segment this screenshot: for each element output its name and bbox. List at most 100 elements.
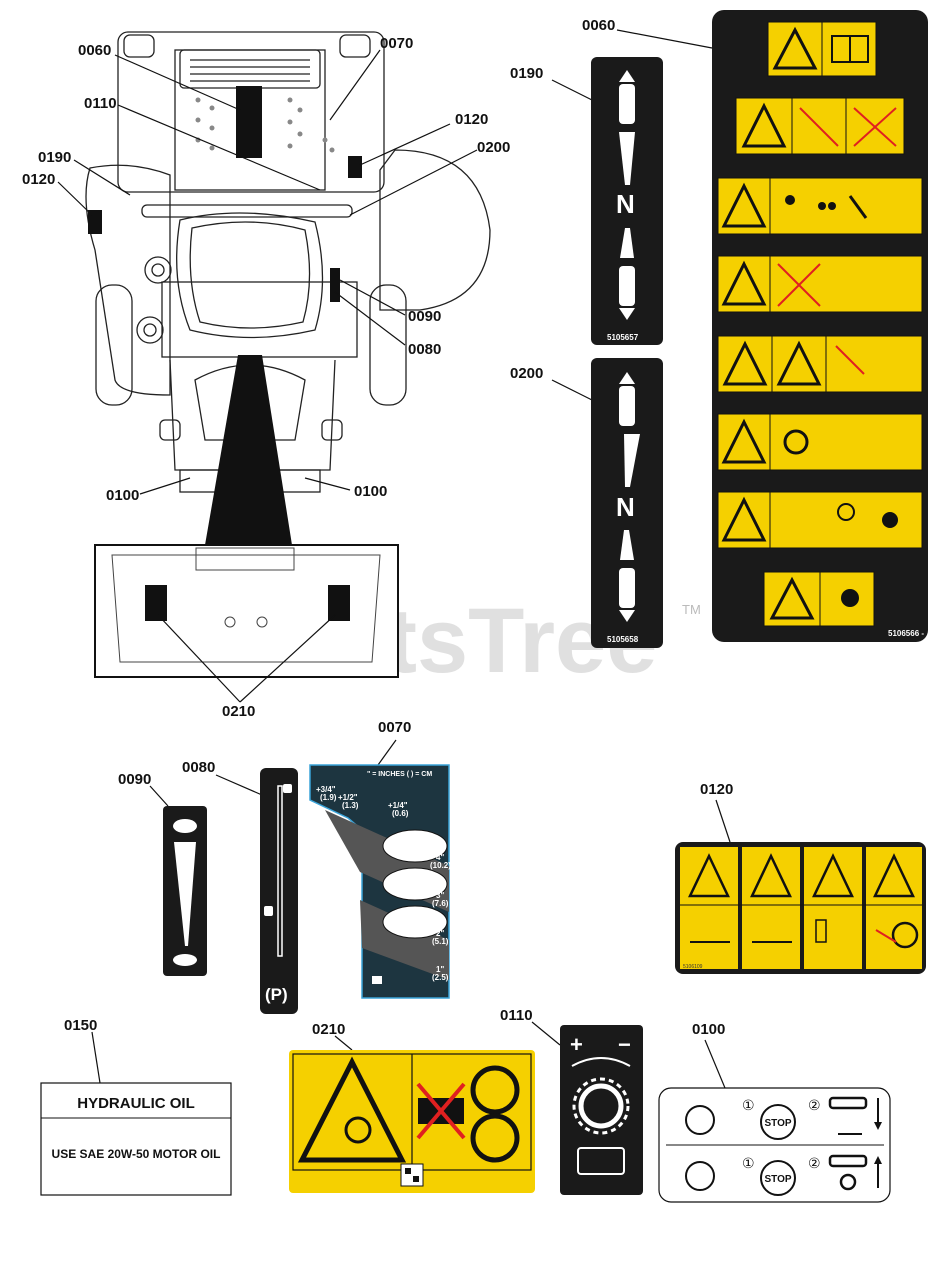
turtle-slow-icon xyxy=(173,954,197,966)
callout-0190: 0190 xyxy=(38,149,71,166)
height-3-sub: (2.5) xyxy=(432,973,449,982)
offset-2-sub: (0.6) xyxy=(392,809,409,818)
unlock-icon xyxy=(283,784,292,793)
location-0120-right xyxy=(348,156,362,178)
callout-0120-right: 0120 xyxy=(455,111,488,128)
warning-triangle-icon xyxy=(722,340,768,386)
callout-0200: 0200 xyxy=(477,139,510,156)
callout-0110: 0110 xyxy=(84,95,117,112)
step-1-bottom: ① xyxy=(742,1156,755,1172)
control-lever-icon xyxy=(828,1154,868,1168)
entanglement-icon xyxy=(873,853,915,898)
park-symbol: (P) xyxy=(265,985,288,1004)
height-1-sub: (7.6) xyxy=(432,899,449,908)
height-0-main: 4" xyxy=(436,853,444,862)
key-icon xyxy=(841,589,859,607)
speed-wedge-reverse xyxy=(620,228,634,258)
height-3-main: 1" xyxy=(436,965,444,974)
stop-button-icon xyxy=(760,1160,796,1196)
neutral-letter: N xyxy=(616,189,635,219)
callout-0080: 0080 xyxy=(408,341,441,358)
leader-lines xyxy=(57,29,731,1089)
warning-triangle-icon xyxy=(721,496,767,542)
speed-wedge-forward xyxy=(624,434,640,487)
offset-0-main: +3/4" xyxy=(316,785,336,794)
step-2-top: ② xyxy=(808,1098,821,1114)
stop-label-bottom: STOP xyxy=(764,1174,791,1185)
wheel-warning-icon xyxy=(721,418,767,464)
step-2-bottom: ② xyxy=(808,1156,821,1172)
key-icon xyxy=(882,512,898,528)
callout-0060: 0060 xyxy=(78,42,111,59)
decal-0150: HYDRAULIC OIL USE SAE 20W-50 MOTOR OIL xyxy=(40,1082,232,1196)
callout-0120-left: 0120 xyxy=(22,171,55,188)
mower-forward-icon xyxy=(619,386,635,426)
reverse-arrow-icon xyxy=(619,610,635,622)
speed-wedge-forward xyxy=(619,132,635,185)
decal-0120-part-number: 5106109 xyxy=(683,964,703,970)
hand-entanglement-warning-icon xyxy=(297,1056,407,1163)
thrown-object-icon xyxy=(688,853,730,898)
throttle-wedge xyxy=(174,842,196,946)
minus-symbol: − xyxy=(618,1032,631,1057)
height-2-main: 2" xyxy=(436,929,444,938)
callout-0210-decal: 0210 xyxy=(312,1021,345,1038)
callout-0090-decal: 0090 xyxy=(118,771,151,788)
offset-2-main: +1/4" xyxy=(388,801,408,810)
callout-0190-decal: 0190 xyxy=(510,65,543,82)
offset-1-main: +1/2" xyxy=(338,793,358,802)
operator-seated-icon xyxy=(685,1161,715,1191)
callout-0080-decal: 0080 xyxy=(182,759,215,776)
mower-reverse-icon xyxy=(619,266,635,306)
decal-0190: N 5105657 xyxy=(591,57,663,345)
detail-view-beam xyxy=(205,355,292,545)
location-0120-left xyxy=(88,210,102,234)
lever-icon xyxy=(372,976,382,984)
callout-0100-right: 0100 xyxy=(354,483,387,500)
thrown-object-icon xyxy=(721,182,767,228)
offset-0-sub: (1.9) xyxy=(320,793,337,802)
callout-0110-decal: 0110 xyxy=(500,1007,533,1024)
adjust-arc-icon xyxy=(571,1057,631,1067)
gear-icon xyxy=(578,1083,624,1129)
callout-0210: 0210 xyxy=(222,703,255,720)
speed-wedge-reverse xyxy=(620,530,634,560)
decal-0190-part-number: 5105657 xyxy=(607,333,639,342)
decal-0210 xyxy=(289,1050,535,1193)
callout-0060-decal: 0060 xyxy=(582,17,615,34)
rabbit-fast-icon xyxy=(173,819,197,833)
forward-arrow-icon xyxy=(619,372,635,384)
stop-button-icon xyxy=(760,1104,796,1140)
step-1-top: ① xyxy=(742,1098,755,1114)
hydraulic-oil-instruction: USE SAE 20W-50 MOTOR OIL xyxy=(52,1147,221,1161)
reverse-arrow-icon xyxy=(619,308,635,320)
callout-0120-decal: 0120 xyxy=(700,781,733,798)
thrown-object-icon xyxy=(750,853,792,898)
fire-hazard-icon xyxy=(769,576,815,620)
decal-0090 xyxy=(163,806,207,976)
decal-0120: 5106109 xyxy=(675,842,926,974)
control-lever-icon xyxy=(828,1096,868,1110)
callout-0070: 0070 xyxy=(380,35,413,52)
height-1-main: 3" xyxy=(436,891,444,900)
decal-0200-part-number: 5105658 xyxy=(607,635,639,644)
hydraulic-oil-title: HYDRAULIC OIL xyxy=(77,1095,195,1112)
forward-arrow-icon xyxy=(619,70,635,82)
lock-icon xyxy=(264,906,273,916)
location-0060 xyxy=(236,86,262,158)
height-2-sub: (5.1) xyxy=(432,937,449,946)
callout-0150-decal: 0150 xyxy=(64,1017,97,1034)
decal-0070: " = INCHES ( ) = CM +3/4" (1.9) +1/2" (1… xyxy=(309,764,451,999)
mower-forward-icon xyxy=(619,84,635,124)
watermark-tm: TM xyxy=(682,602,701,617)
prohibited-icon xyxy=(799,107,839,147)
operator-standing-icon xyxy=(685,1105,715,1135)
deck-detail-view xyxy=(94,544,399,678)
height-0-sub: (10.2) xyxy=(430,861,451,870)
neutral-letter: N xyxy=(616,492,635,522)
offset-1-sub: (1.3) xyxy=(342,801,359,810)
callout-0100-decal: 0100 xyxy=(692,1021,725,1038)
warning-triangle-icon xyxy=(772,26,818,70)
location-0090 xyxy=(330,268,340,302)
